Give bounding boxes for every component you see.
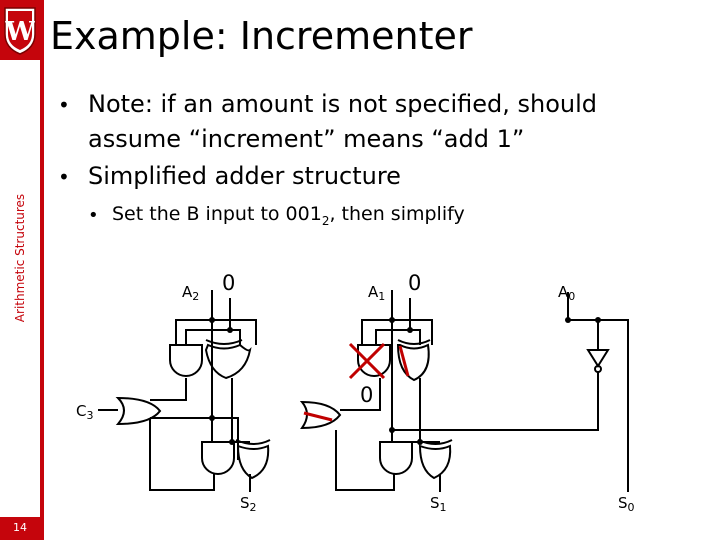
carry-zero-value: 0 [360, 383, 373, 407]
bullet-1-line-2: assume “increment” means “add 1” [88, 125, 525, 153]
input-label-a0: A0 [558, 283, 575, 303]
input-label-a1: A1 [368, 283, 385, 303]
bullet-marker: • [58, 93, 70, 117]
bit2-wiring [98, 290, 257, 492]
slide-title: Example: Incrementer [50, 14, 473, 58]
bullet-marker: • [58, 165, 70, 189]
wire-junctions [209, 317, 601, 445]
carry-out-label: C3 [76, 402, 93, 422]
and-gate-bit2-lower [201, 441, 235, 475]
bullet-1-line-1: Note: if an amount is not specified, sho… [88, 90, 598, 118]
sidebar-rule [40, 0, 44, 540]
input-label-a2: A2 [182, 283, 199, 303]
page-number-box [0, 517, 40, 540]
sub-bullet-marker: • [88, 205, 99, 226]
and-gate-bit2-upper [169, 344, 203, 377]
output-label-s0: S0 [618, 494, 635, 514]
or-gate-carry-out [115, 396, 162, 426]
svg-text:W: W [4, 17, 35, 47]
bullet-2: Simplified adder structure [88, 162, 401, 190]
bit0-wiring [392, 292, 629, 492]
university-crest-icon: W [4, 7, 36, 55]
and-gate-bit1-lower [379, 441, 413, 475]
output-label-s2: S2 [240, 494, 257, 514]
simplification-strikes [303, 342, 410, 422]
xor-gate-bit1-lower [418, 444, 452, 480]
not-gate-bit0 [586, 349, 610, 368]
xor-gate-bit1-upper [396, 343, 430, 382]
output-label-s1: S1 [430, 494, 447, 514]
sidebar [0, 0, 40, 540]
sub-bullet: Set the B input to 0012, then simplify [112, 203, 465, 228]
xor-gate-bit2-lower [236, 444, 270, 480]
bit1-wiring [335, 290, 441, 492]
b1-value: 0 [408, 271, 421, 295]
and-gate-bit1-upper [357, 344, 391, 377]
xor-gate-bit2-upper [204, 343, 252, 380]
b2-value: 0 [222, 271, 235, 295]
page-number: 14 [13, 521, 27, 534]
